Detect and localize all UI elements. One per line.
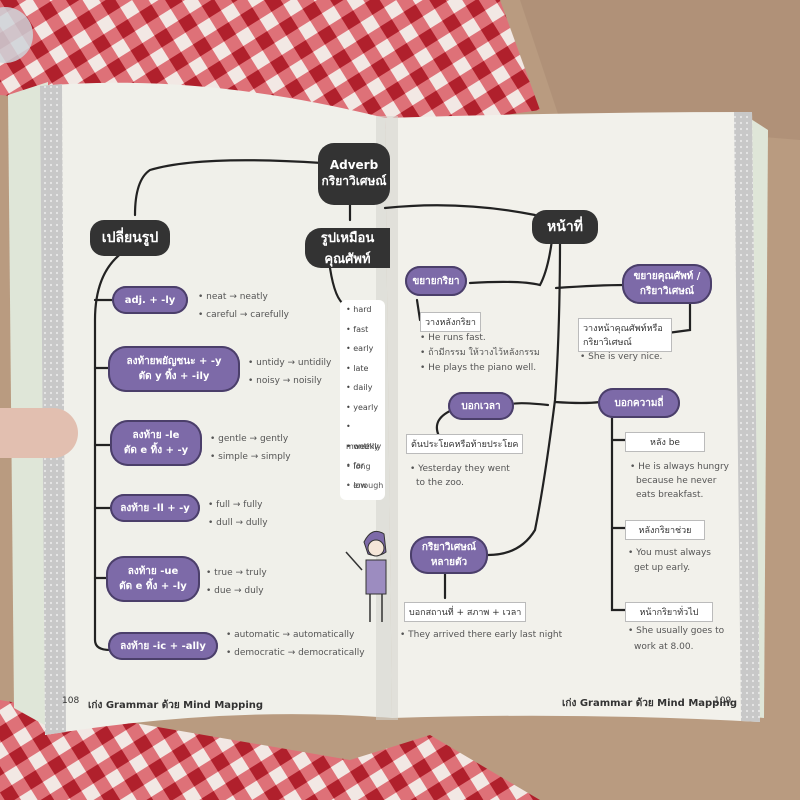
rule-2-example-1: • untidy → untidily: [248, 358, 332, 368]
rule-node-4: ลงท้าย -ll + -y: [110, 494, 200, 522]
freq-after-aux-example-2: get up early.: [634, 563, 691, 573]
right-page-border: [734, 112, 760, 722]
rule-node-1: adj. + -ly: [112, 286, 188, 314]
modify-verb-example-1: • He runs fast.: [420, 333, 486, 343]
rule-3-label-2: ตัด e ทิ้ง + -y: [123, 445, 189, 456]
same-word-item: • far: [346, 461, 365, 470]
modify-adjective-position: วางหน้าคุณศัพท์หรือ กริยาวิเศษณ์: [578, 318, 672, 352]
same-word-item: • late: [346, 363, 369, 373]
modify-adjective-position-1: วางหน้าคุณศัพท์หรือ: [583, 324, 663, 334]
rule-5-example-1: • true → truly: [206, 568, 267, 578]
frequency-node: บอกความถี่: [598, 388, 680, 418]
rule-node-2: ลงท้ายพยัญชนะ + -y ตัด y ทิ้ง + -ily: [108, 346, 240, 392]
rule-3-example-2: • simple → simply: [210, 452, 291, 462]
function-title-node: หน้าที่: [532, 210, 598, 244]
adverb-root-node: Adverb กริยาวิเศษณ์: [318, 143, 390, 205]
tell-time-example-1: • Yesterday they went: [410, 464, 510, 474]
rule-node-5: ลงท้าย -ue ตัด e ทิ้ง + -ly: [106, 556, 200, 602]
freq-after-aux-example-1: • You must always: [628, 548, 711, 558]
rule-node-3: ลงท้าย -le ตัด e ทิ้ง + -y: [110, 420, 202, 466]
tell-time-position: ต้นประโยคหรือท้ายประโยค: [406, 434, 524, 454]
left-page-stack: [8, 82, 50, 728]
rule-2-label-1: ลงท้ายพยัญชนะ + -y: [126, 356, 222, 367]
rule-2-example-2: • noisy → noisily: [248, 376, 322, 386]
freq-before-verb: หน้ากริยาทั่วไป: [625, 602, 713, 622]
modify-verb-position: วางหลังกริยา: [420, 312, 481, 332]
right-footer-title: เก่ง Grammar ด้วย Mind Mapping: [562, 698, 738, 709]
right-page-number: 109: [714, 696, 732, 706]
tell-time-example-2: to the zoo.: [416, 478, 464, 488]
tell-time-node: บอกเวลา: [448, 392, 514, 420]
rule-6-label: ลงท้าย -ic + -ally: [120, 640, 206, 652]
same-word-item: • long: [346, 462, 371, 471]
holding-hand: [0, 408, 78, 458]
same-form-word-list: • hard • fast • early • late • daily • y…: [340, 300, 385, 500]
same-word-item: • daily: [346, 383, 373, 392]
rule-5-example-2: • due → duly: [206, 586, 264, 596]
same-word-item: • weekly: [346, 441, 382, 451]
adverb-root-line1: Adverb: [329, 157, 379, 172]
change-form-node: เปลี่ยนรูป: [90, 220, 170, 256]
freq-after-be: หลัง be: [625, 432, 705, 452]
same-word-item: • hard: [346, 305, 372, 314]
same-word-item: • yearly: [346, 402, 379, 412]
modify-verb-example-2: • ถ้ามีกรรม ให้วางไว้หลังกรรม: [420, 348, 540, 358]
freq-after-be-example-2: because he never: [636, 476, 717, 486]
rule-4-example-1: • full → fully: [208, 500, 263, 510]
rule-3-label-1: ลงท้าย -le: [132, 430, 180, 441]
same-word-item: • monthly: [346, 422, 379, 451]
freq-after-be-example-1: • He is always hungry: [630, 462, 730, 472]
modify-verb-example-3: • He plays the piano well.: [420, 363, 537, 373]
same-word-item: • early: [346, 344, 374, 353]
rule-1-example-1: • neat → neatly: [198, 292, 268, 302]
multiple-adverbs-line1: กริยาวิเศษณ์: [421, 542, 477, 553]
modify-verb-node: ขยายกริยา: [405, 266, 467, 296]
silver-ornament: [0, 7, 33, 63]
rule-node-6: ลงท้าย -ic + -ally: [108, 632, 218, 660]
left-page-number: 108: [62, 696, 80, 706]
same-as-adjective-node: รูปเหมือนคุณศัพท์: [305, 228, 390, 268]
modify-adjective-line2: กริยาวิเศษณ์: [639, 286, 695, 297]
same-word-item: • fast: [346, 324, 369, 334]
rule-4-label: ลงท้าย -ll + -y: [120, 502, 190, 514]
rule-4-example-2: • dull → dully: [208, 518, 268, 528]
modify-adjective-position-2: กริยาวิเศษณ์: [583, 338, 632, 348]
burlap-top: [0, 0, 800, 140]
left-footer-title: เก่ง Grammar ด้วย Mind Mapping: [88, 700, 264, 711]
rule-2-label-2: ตัด y ทิ้ง + -ily: [138, 371, 210, 382]
multiple-adverbs-example: • They arrived there early last night: [400, 630, 563, 640]
rule-3-example-1: • gentle → gently: [210, 434, 289, 444]
freq-after-be-example-3: eats breakfast.: [636, 490, 704, 500]
same-word-item: • low: [346, 480, 367, 490]
multiple-adverbs-line2: หลายตัว: [430, 557, 468, 568]
freq-before-verb-example-1: • She usually goes to: [628, 626, 725, 636]
tablecloth-bottom: [0, 700, 540, 800]
modify-adjective-node: ขยายคุณศัพท์ / กริยาวิเศษณ์: [622, 264, 712, 304]
multiple-adverbs-order: บอกสถานที่ + สภาพ + เวลา: [404, 602, 527, 622]
adverb-root-line2: กริยาวิเศษณ์: [321, 173, 387, 188]
modify-adjective-line1: ขยายคุณศัพท์ /: [633, 271, 701, 282]
freq-before-verb-example-2: work at 8.00.: [634, 642, 694, 652]
rule-5-label-1: ลงท้าย -ue: [127, 566, 179, 577]
rule-5-label-2: ตัด e ทิ้ง + -ly: [119, 581, 187, 592]
freq-after-aux: หลังกริยาช่วย: [625, 520, 705, 540]
teacher-illustration: [345, 530, 387, 622]
rule-6-example-2: • democratic → democratically: [226, 648, 365, 658]
same-word-item: • enough: [346, 481, 384, 490]
modify-adjective-example: • She is very nice.: [580, 352, 663, 362]
rule-1-label: adj. + -ly: [124, 294, 176, 306]
multiple-adverbs-node: กริยาวิเศษณ์ หลายตัว: [410, 536, 488, 574]
rule-6-example-1: • automatic → automatically: [226, 630, 355, 640]
rule-1-example-2: • careful → carefully: [198, 310, 290, 320]
